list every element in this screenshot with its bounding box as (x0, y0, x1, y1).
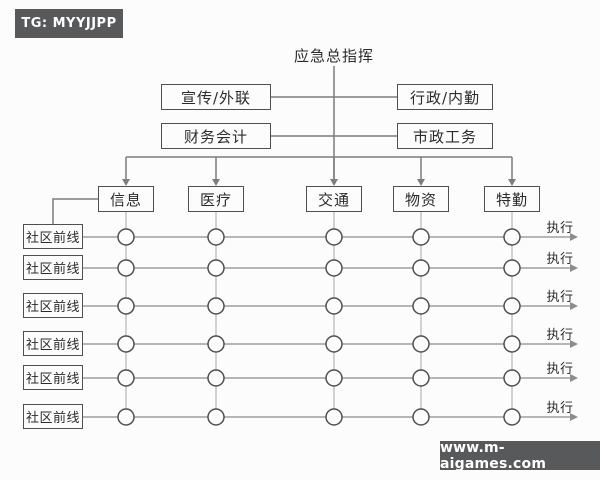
tree-connectors (52, 66, 516, 224)
matrix-node (503, 369, 521, 387)
matrix-nodes (117, 228, 521, 426)
matrix-node (325, 259, 343, 277)
matrix-node (325, 228, 343, 246)
matrix-node (412, 259, 430, 277)
dept-box-information: 信息 (98, 186, 154, 212)
execute-label-3: 执行 (546, 290, 574, 305)
staff-box-finance-accounting: 财务会计 (161, 123, 271, 149)
matrix-node (117, 297, 135, 315)
frontline-box-5: 社区前线 (23, 365, 83, 390)
dept-box-medical: 医疗 (188, 186, 244, 212)
execute-label-1: 执行 (546, 221, 574, 236)
frontline-box-2: 社区前线 (23, 255, 83, 280)
matrix-node (503, 408, 521, 426)
dept-box-traffic: 交通 (306, 186, 362, 212)
matrix-node (207, 335, 225, 353)
execute-label-6: 执行 (546, 401, 574, 416)
execute-label-2: 执行 (546, 252, 574, 267)
staff-box-municipal-works: 市政工务 (397, 123, 493, 149)
watermark-site-badge: www.m-aigames.com (440, 440, 600, 472)
matrix-node (503, 259, 521, 277)
matrix-node (412, 335, 430, 353)
frontline-box-1: 社区前线 (23, 224, 83, 249)
matrix-node (117, 369, 135, 387)
matrix-node (325, 408, 343, 426)
matrix-node (325, 369, 343, 387)
matrix-node (503, 228, 521, 246)
matrix-node (207, 369, 225, 387)
watermark-tg-badge: TG: MYYJJPP (15, 9, 123, 38)
matrix-node (207, 408, 225, 426)
matrix-node (207, 228, 225, 246)
root-node-label: 应急总指挥 (293, 47, 374, 65)
matrix-node (412, 297, 430, 315)
matrix-node (207, 259, 225, 277)
frontline-box-6: 社区前线 (23, 404, 83, 429)
matrix-node (412, 228, 430, 246)
matrix-node (412, 369, 430, 387)
matrix-node (503, 297, 521, 315)
matrix-node (207, 297, 225, 315)
matrix-node (325, 297, 343, 315)
column-lines (125, 212, 513, 417)
staff-box-admin-internal: 行政/内勤 (397, 84, 493, 110)
staff-box-publicity-outreach: 宣传/外联 (161, 84, 271, 110)
matrix-node (117, 335, 135, 353)
matrix-node (117, 228, 135, 246)
frontline-box-3: 社区前线 (23, 293, 83, 318)
matrix-node (117, 259, 135, 277)
matrix-node (117, 408, 135, 426)
dept-box-special-duty: 特勤 (484, 186, 540, 212)
matrix-node (325, 335, 343, 353)
execute-label-4: 执行 (546, 328, 574, 343)
frontline-box-4: 社区前线 (23, 331, 83, 356)
dept-box-supplies: 物资 (393, 186, 449, 212)
matrix-node (503, 335, 521, 353)
execute-label-5: 执行 (546, 362, 574, 377)
matrix-node (412, 408, 430, 426)
